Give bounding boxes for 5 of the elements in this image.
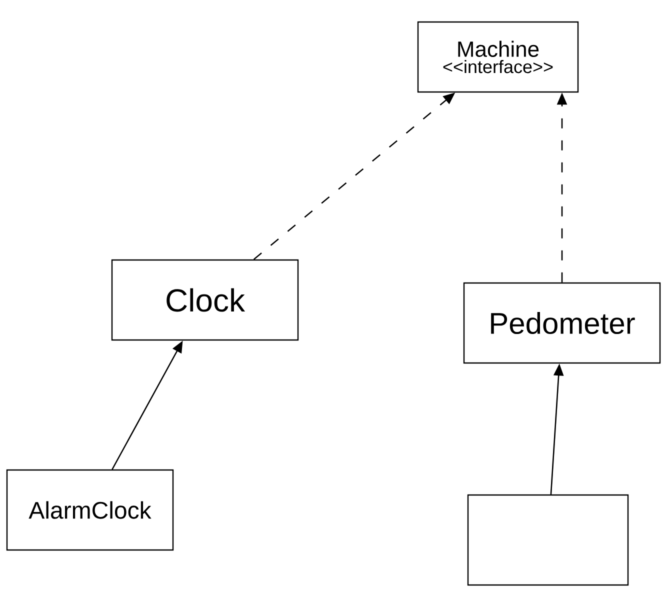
class-box: Clock [111,259,299,341]
class-box: Pedometer [463,282,661,364]
class-box: Machine <<interface>> [417,21,579,93]
class-box: AlarmClock [6,469,174,551]
class-box [467,494,629,586]
